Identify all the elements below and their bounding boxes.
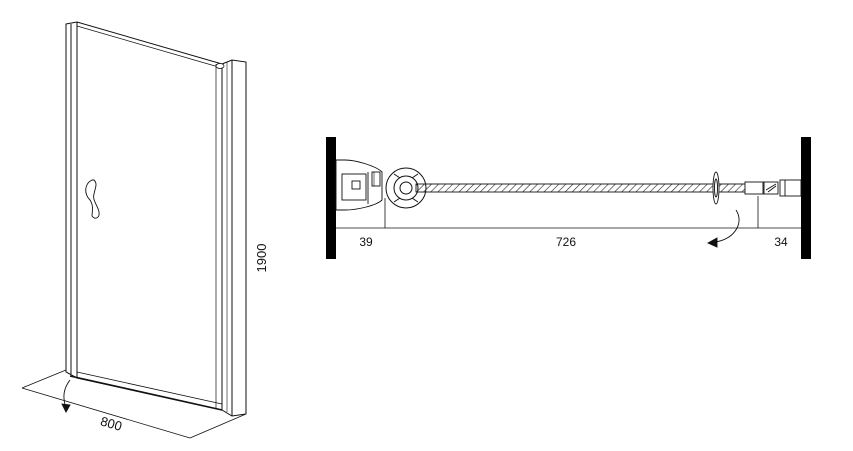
wall-profile-left [335, 159, 383, 211]
door-plan-view: 39 726 34 [326, 137, 811, 259]
height-dimension-label: 1900 [254, 244, 269, 273]
width-dimension-label: 800 [99, 413, 124, 433]
door-panel [65, 21, 223, 411]
door-handle-icon [85, 179, 100, 219]
handle-plan-icon [712, 171, 720, 205]
hinge-knob-icon [385, 167, 427, 209]
door-swing-arrow-icon [61, 379, 71, 413]
right-wall [801, 137, 811, 259]
wall-profile [215, 59, 247, 417]
floor-outline [21, 369, 247, 439]
door-3d-view: 1900 800 [21, 21, 269, 439]
glass-panel [415, 183, 749, 193]
swing-arrow-icon [706, 209, 740, 248]
right-profile-dimension: 34 [774, 235, 788, 249]
dimension-lines [336, 196, 801, 229]
left-wall [326, 137, 336, 259]
left-profile-dimension: 39 [359, 235, 373, 249]
wall-profile-right [744, 179, 802, 197]
glass-width-dimension: 726 [556, 235, 576, 249]
